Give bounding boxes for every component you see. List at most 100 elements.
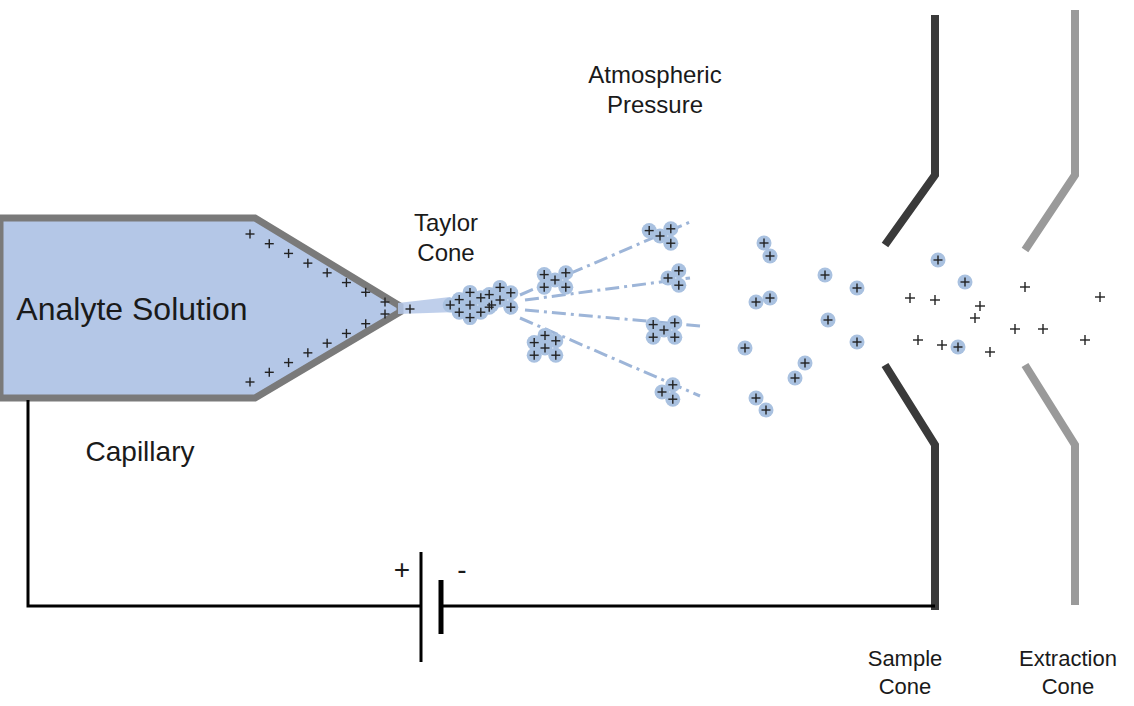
- droplet: [818, 268, 833, 283]
- charge-sign: [765, 406, 766, 415]
- droplet: [763, 249, 778, 264]
- charge-sign: [384, 298, 385, 307]
- charge-sign: [659, 232, 660, 241]
- node-text: Analyte Solution: [16, 289, 247, 331]
- region-label: Atmospheric Pressure: [570, 60, 740, 120]
- droplet: [663, 221, 678, 236]
- charge-sign: [1024, 282, 1025, 292]
- charge-sign: [794, 374, 795, 383]
- charge-sign: [544, 331, 545, 340]
- droplet: [538, 328, 553, 343]
- charge-sign: [469, 301, 470, 310]
- charge-sign: [856, 284, 857, 293]
- droplet: [663, 236, 678, 251]
- charge-sign: [678, 266, 679, 275]
- charge-sign: [744, 344, 745, 353]
- charge-sign: [979, 301, 980, 311]
- charge-sign: [555, 336, 556, 345]
- charge-sign: [678, 281, 679, 290]
- droplet: [738, 341, 753, 356]
- droplet: [558, 265, 573, 280]
- charge-sign: [544, 270, 545, 279]
- charge-sign: [661, 388, 662, 397]
- charge-sign: [672, 380, 673, 389]
- charge-sign: [534, 351, 535, 360]
- charge-sign: [365, 319, 366, 328]
- droplet: [763, 291, 778, 306]
- charge-sign: [663, 326, 664, 335]
- droplet: [527, 348, 542, 363]
- droplet: [850, 335, 865, 350]
- charge-sign: [450, 301, 451, 310]
- charge-sign: [288, 249, 289, 258]
- droplet: [749, 295, 764, 310]
- charge-sign: [1084, 335, 1085, 345]
- charge-sign: [249, 378, 250, 387]
- charge-sign: [307, 259, 308, 268]
- charge-sign: [489, 290, 490, 299]
- charge-sign: [1042, 324, 1043, 334]
- charge-sign: [672, 395, 673, 404]
- charge-sign: [491, 301, 492, 310]
- charge-sign: [249, 230, 250, 239]
- charge-sign: [307, 348, 308, 357]
- circuit-wire: [28, 400, 935, 606]
- charge-sign: [365, 288, 366, 297]
- charge-sign: [909, 293, 910, 303]
- charge-sign: [480, 293, 481, 302]
- charge-sign: [670, 239, 671, 248]
- charge-sign: [269, 239, 270, 248]
- droplet: [642, 223, 657, 238]
- droplet: [463, 310, 478, 325]
- charge-sign: [804, 359, 805, 368]
- charge-sign: [326, 268, 327, 277]
- charge-sign: [941, 340, 942, 350]
- charge-sign: [974, 313, 975, 323]
- charge-sign: [510, 303, 511, 312]
- charge-sign: [469, 313, 470, 322]
- charge-sign: [499, 283, 500, 292]
- droplet: [798, 356, 813, 371]
- charge-sign: [917, 335, 918, 345]
- sample-cone: [885, 15, 935, 610]
- droplet: [759, 403, 774, 418]
- charge-sign: [674, 333, 675, 342]
- droplet: [665, 392, 680, 407]
- part-label: Taylor Cone: [391, 208, 501, 268]
- charge-sign: [459, 308, 460, 317]
- droplet: [671, 263, 686, 278]
- charge-sign: [554, 276, 555, 285]
- charge-sign: [755, 298, 756, 307]
- droplet: [493, 280, 508, 295]
- droplet: [788, 371, 803, 386]
- charge-sign: [459, 295, 460, 304]
- charge-sign: [667, 274, 668, 283]
- charge-sign: [1014, 324, 1015, 334]
- charge-sign: [534, 338, 535, 347]
- droplet: [558, 280, 573, 295]
- capillary-body: [0, 218, 400, 398]
- charge-sign: [269, 368, 270, 377]
- charge-sign: [964, 278, 965, 287]
- charge-sign: [937, 256, 938, 265]
- charge-sign: [653, 320, 654, 329]
- charge-sign: [346, 278, 347, 287]
- droplet: [757, 236, 772, 251]
- charge-sign: [769, 294, 770, 303]
- charge-sign: [499, 296, 500, 305]
- droplet: [958, 275, 973, 290]
- droplet: [850, 281, 865, 296]
- droplet: [537, 280, 552, 295]
- charge-sign: [670, 224, 671, 233]
- droplet: [749, 391, 764, 406]
- charge-sign: [409, 305, 410, 314]
- charge-sign: [288, 358, 289, 367]
- ion-charges: [246, 224, 1106, 414]
- charge-sign: [384, 310, 385, 319]
- charge-sign: [480, 308, 481, 317]
- charge-sign: [565, 283, 566, 292]
- droplet: [671, 278, 686, 293]
- taylor-cone: [398, 297, 458, 314]
- polarity-sign: -: [447, 552, 477, 587]
